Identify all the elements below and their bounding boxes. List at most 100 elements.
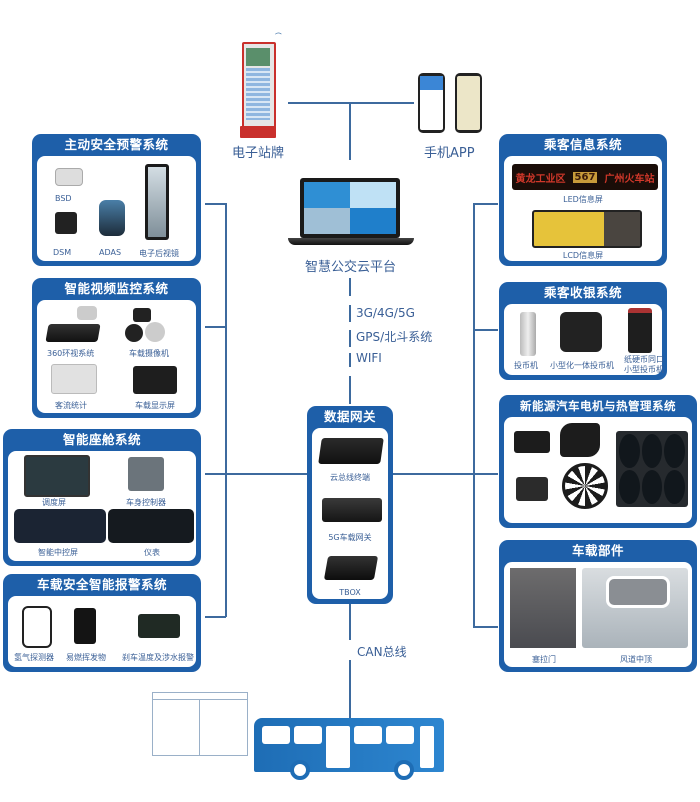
item-label: 小型投币机: [624, 365, 664, 374]
connector-right-bracket: [473, 203, 475, 627]
panel-active-safety: 主动安全预警系统 BSD DSM ADAS 电子后视镜: [32, 134, 201, 266]
item-label: 刹车温度及涉水报警: [122, 653, 194, 662]
led-route-number: 567: [572, 171, 598, 183]
axial-fan-image: [562, 463, 608, 509]
lcd-screen-image: [532, 210, 642, 248]
panel-smart-cockpit: 智能座舱系统 调度屏 车身控制器 智能中控屏 仪表: [3, 429, 201, 566]
connector-left-tick: [205, 326, 226, 328]
connector-seg: [349, 660, 351, 718]
panel-safety-alarm: 车载安全智能报警系统 氢气探测器 易燃挥发物 刹车温度及涉水报警: [3, 574, 201, 672]
panel-title: 主动安全预警系统: [64, 137, 169, 152]
led-text: 广州火车站: [604, 173, 655, 185]
item-label: 电子后视镜: [139, 249, 179, 258]
gateway-item-label: TBOX: [339, 588, 361, 597]
item-label: ADAS: [99, 248, 122, 257]
item-label: 纸硬币同口: [624, 355, 664, 364]
compact-fare-box-image: [560, 312, 602, 352]
panel-title: 乘客信息系统: [543, 137, 622, 152]
center-console-image: [14, 509, 106, 543]
people-counter-image: [51, 364, 97, 394]
vehicle-display-image: [133, 366, 177, 394]
panel-title: 智能视频监控系统: [64, 281, 169, 296]
phone-app-label: 手机APP: [424, 146, 475, 161]
360-system-image: [45, 324, 101, 342]
link-label-can: CAN总线: [357, 645, 407, 659]
item-label: LED信息屏: [563, 195, 603, 204]
item-label: 智能中控屏: [38, 548, 78, 557]
connector-gateway-bus: [349, 602, 351, 640]
led-screen-image: 黄龙工业区 567 广州火车站: [512, 164, 658, 190]
led-text: 黄龙工业区: [515, 173, 566, 185]
connector-top: [288, 102, 414, 104]
data-gateway-title: 数据网关: [323, 409, 376, 424]
connector-top-drop: [349, 102, 351, 160]
gateway-item-label: 5G车载网关: [328, 533, 372, 542]
body-controller-image: [128, 457, 164, 491]
link-label-gps: GPS/北斗系统: [356, 330, 433, 344]
bsd-camera-image: [55, 168, 83, 186]
item-label: 小型化一体投币机: [550, 361, 614, 370]
5g-gateway-image: [322, 498, 382, 522]
item-label: 氢气探测器: [14, 653, 54, 662]
volatile-detector-image: [74, 608, 96, 644]
connector-left-tick: [205, 616, 226, 618]
dome-camera-image: [145, 322, 165, 342]
link-label-wifi: WIFI: [356, 351, 382, 365]
controller-display-image: [514, 431, 550, 453]
hydrogen-detector-image: [22, 606, 52, 648]
cloud-platform-label: 智慧公交云平台: [305, 260, 397, 275]
panel-nev-thermal: 新能源汽车电机与热管理系统: [499, 395, 697, 528]
coin-box-image: [520, 312, 536, 356]
item-label: 车载摄像机: [129, 349, 169, 358]
item-label: BSD: [55, 194, 72, 203]
connector-left-bracket: [225, 203, 227, 617]
item-label: 客流统计: [55, 401, 87, 410]
panel-onboard-parts: 车载部件 塞拉门 风道中顶: [499, 540, 697, 672]
water-pump-image: [560, 423, 600, 457]
ecu-module-image: [516, 477, 548, 501]
connector-right-tick: [374, 473, 498, 475]
connector-right-tick: [473, 203, 498, 205]
link-label-cellular: 3G/4G/5G: [356, 306, 415, 320]
bus-stop-shelter-icon: [152, 692, 248, 756]
vehicle-camera-image: [133, 308, 151, 322]
connector-left-tick: [205, 473, 325, 475]
item-label: 360环视系统: [47, 349, 95, 358]
gateway-item-label: 云总线终端: [330, 473, 370, 482]
panel-fare-collection: 乘客收银系统 投币机 小型化一体投币机 纸硬币同口 小型投币机: [499, 282, 667, 380]
item-label: 车载显示屏: [135, 401, 175, 410]
phone-app-devices: [418, 73, 488, 135]
panel-title: 车载安全智能报警系统: [36, 577, 167, 592]
panel-title: 新能源汽车电机与热管理系统: [520, 399, 676, 413]
e-sign-label: 电子站牌: [232, 146, 285, 161]
radiator-fan-array-image: [616, 431, 688, 507]
item-label: 调度屏: [42, 498, 66, 507]
item-label: 投币机: [514, 361, 538, 370]
item-label: 风道中顶: [620, 655, 652, 664]
plug-door-image: [510, 568, 576, 648]
dispatch-screen-image: [24, 455, 90, 497]
360-camera-image: [77, 306, 97, 320]
dsm-camera-image: [55, 212, 77, 234]
bus-icon: [254, 718, 446, 780]
item-label: 塞拉门: [532, 655, 556, 664]
connector-seg: [349, 376, 351, 404]
connector-seg: [349, 353, 351, 367]
cloud-bus-terminal-image: [318, 438, 384, 464]
panel-title: 车载部件: [571, 543, 624, 558]
connector-seg: [349, 330, 351, 347]
item-label: DSM: [53, 248, 72, 257]
dome-camera-image: [125, 324, 143, 342]
item-label: LCD信息屏: [562, 251, 604, 260]
brake-temp-alarm-image: [138, 614, 180, 638]
connector-right-tick: [473, 626, 498, 628]
data-gateway-panel: 数据网关 云总线终端 5G车载网关 TBOX: [307, 406, 393, 604]
panel-video-monitoring: 智能视频监控系统 360环视系统 车载摄像机 客流统计 车载显示屏: [32, 278, 201, 418]
adas-camera-image: [99, 200, 125, 236]
e-mirror-image: [145, 164, 169, 240]
panel-title: 智能座舱系统: [62, 432, 141, 447]
wifi-icon: ◜: [270, 28, 284, 42]
laptop-icon: [288, 178, 414, 250]
item-label: 车身控制器: [126, 498, 166, 507]
instrument-cluster-image: [108, 509, 194, 543]
